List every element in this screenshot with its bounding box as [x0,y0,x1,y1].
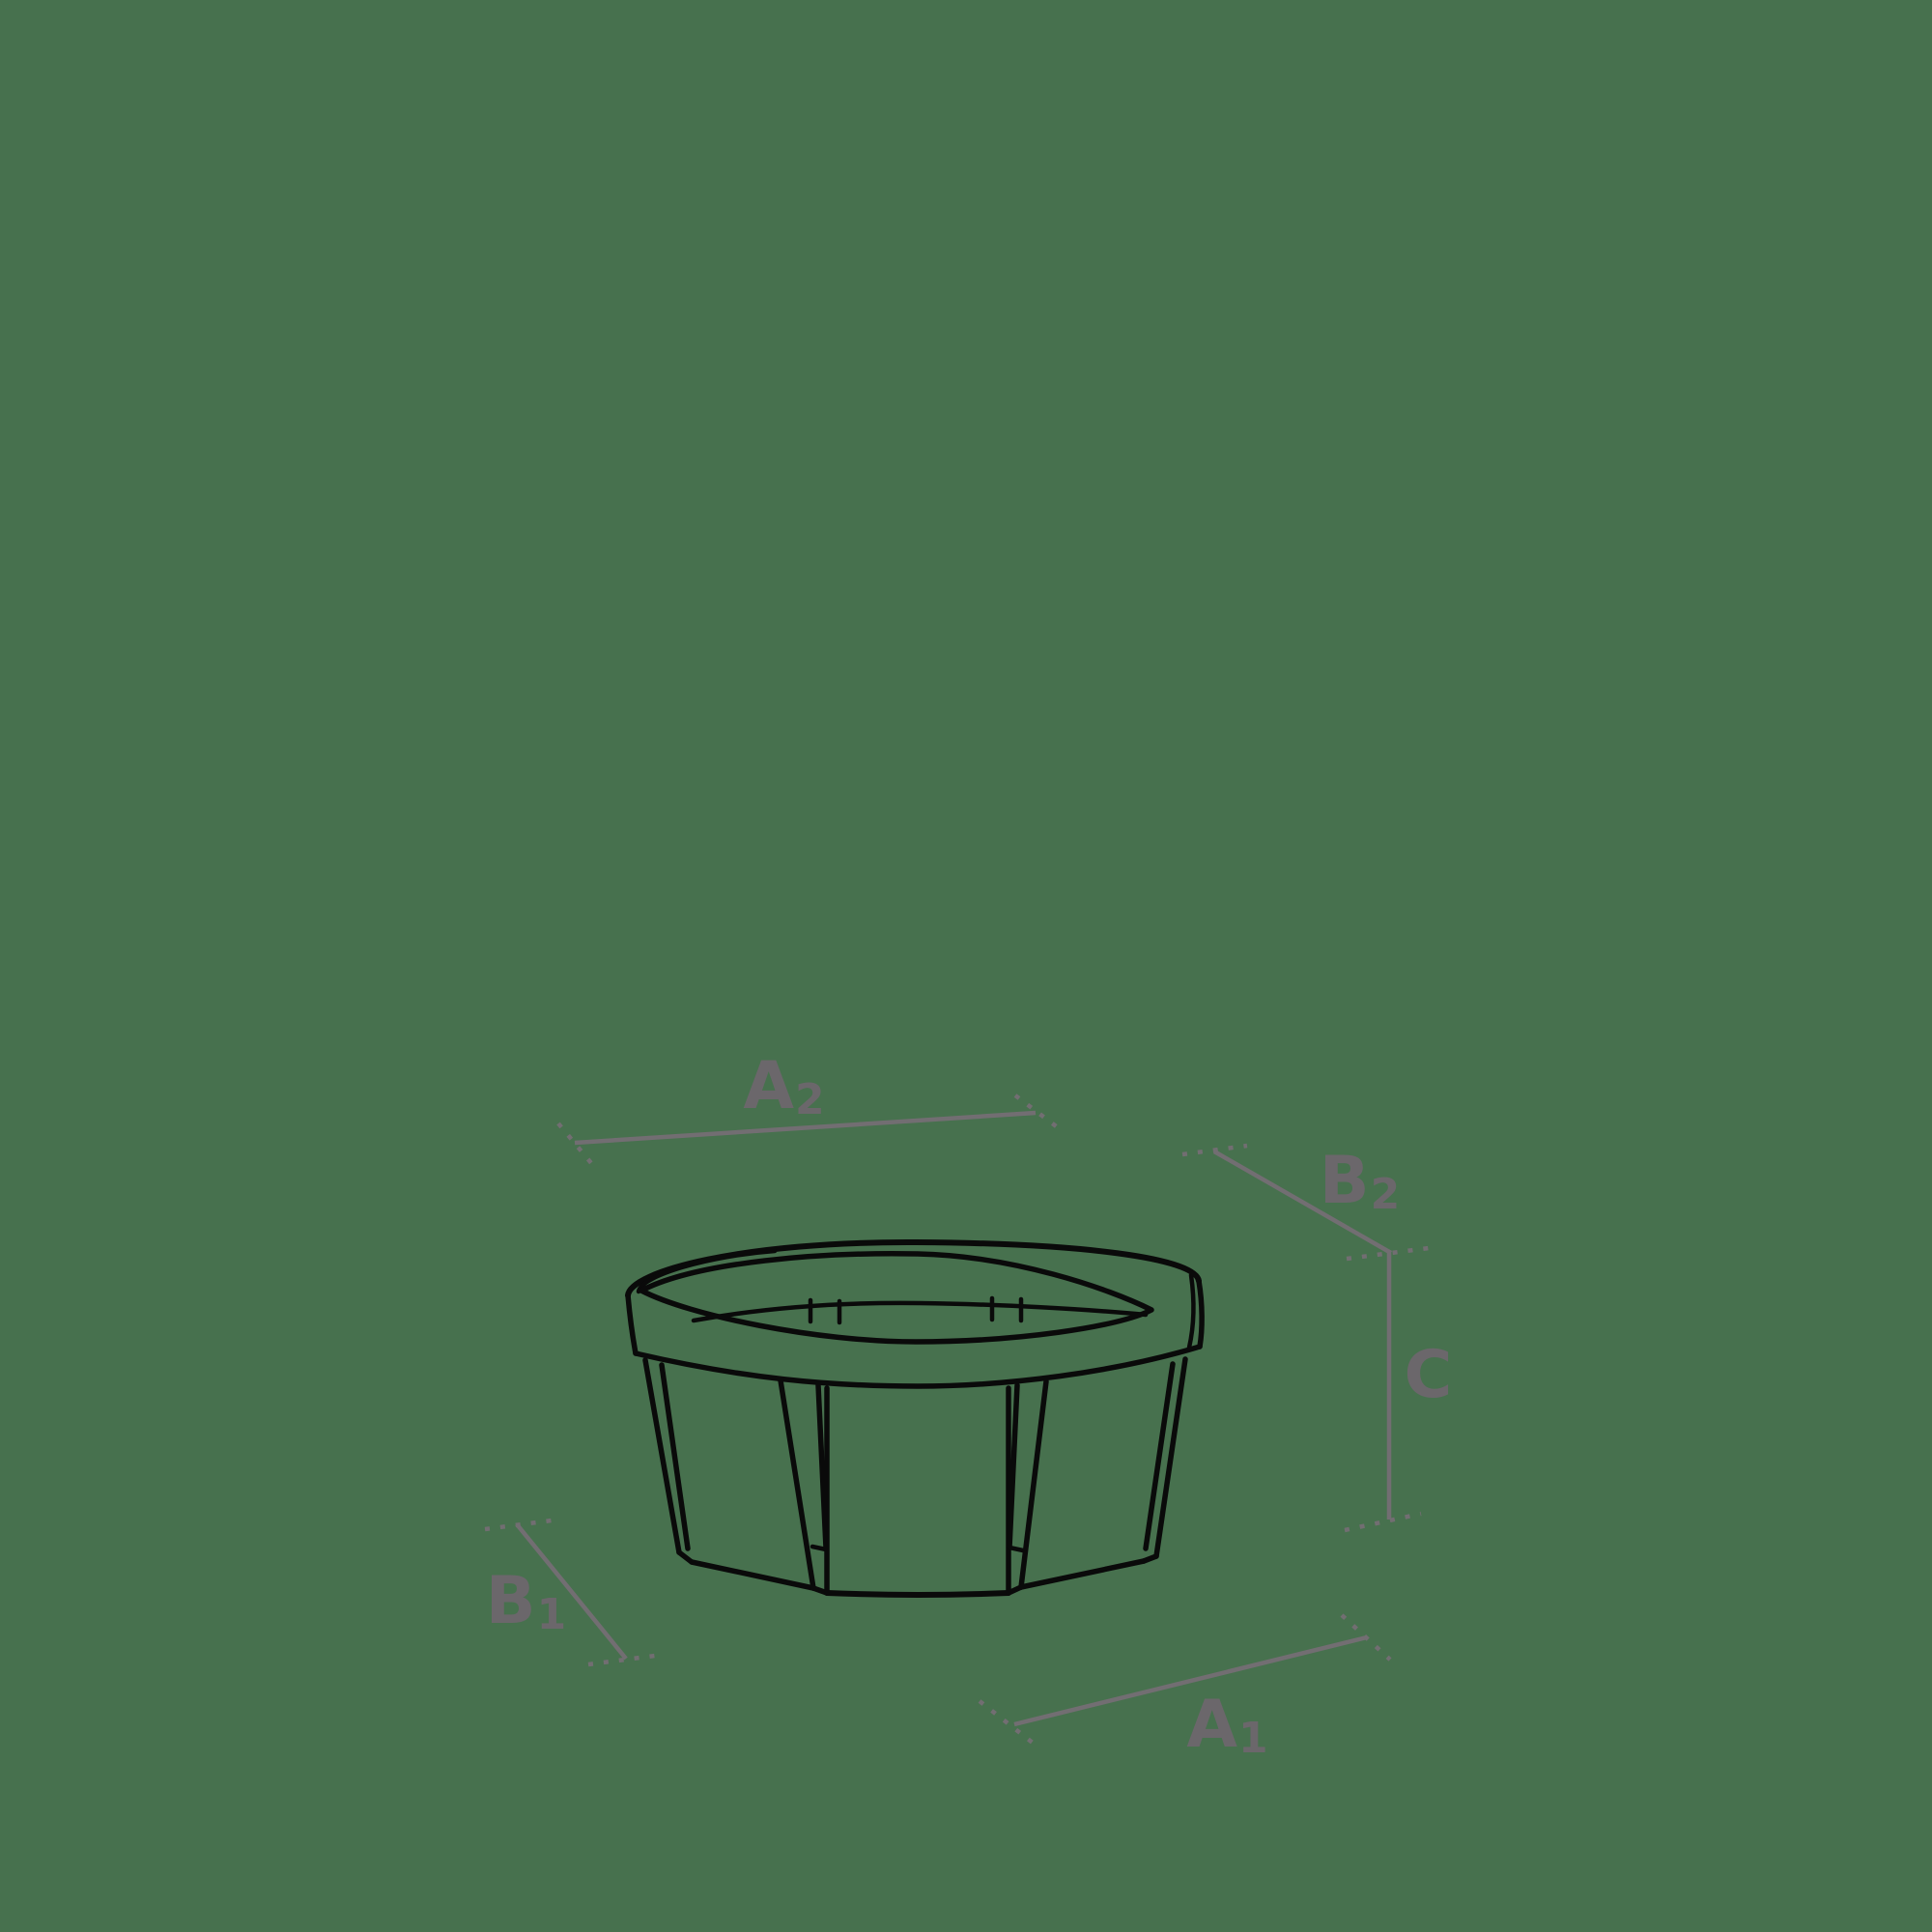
mouth-opening-outline [639,1251,1154,1345]
basket-drawing [625,1238,1205,1598]
witness-a1-right [1340,1613,1392,1662]
dim-line-b2 [1212,1150,1393,1255]
dimension-annotations: A2 B2 C B1 [484,1048,1454,1763]
body-right-panel-bottom [1018,1558,1147,1590]
witness-a2-right [1013,1094,1065,1133]
rim-right-edge [1196,1278,1205,1350]
label-a2: A2 [743,1048,825,1124]
rim-outer-top-arc [625,1238,1202,1298]
rim-band-bottom-edge [633,1344,1203,1389]
label-b1-letter: B [486,1563,537,1639]
label-a1-letter: A [1186,1687,1238,1763]
rim-inner-left-arc [636,1248,778,1294]
label-c: C [1405,1337,1454,1413]
body-stave3-connector [1007,1545,1026,1553]
label-b2: B2 [1320,1143,1401,1219]
witness-b2-top [1181,1143,1248,1157]
witness-a2-left [556,1122,598,1171]
dim-line-a2 [574,1110,1037,1146]
label-a1-subscript: 1 [1238,1714,1269,1763]
rim-left-edge [625,1293,639,1356]
label-b1-subscript: 1 [537,1590,568,1639]
label-b2-letter: B [1320,1143,1371,1219]
label-a2-subscript: 2 [795,1075,826,1124]
dim-line-a1 [1013,1634,1368,1727]
body-stave3-left-line [1007,1382,1020,1550]
body-left-stave-inner [659,1362,691,1551]
label-b1: B1 [486,1563,567,1639]
witness-b1-top [484,1518,553,1532]
rim-seam [1186,1272,1196,1350]
witness-c-bottom [1344,1511,1422,1533]
mouth-back-inner-edge [691,1300,1149,1323]
body-right-outer-edge [1153,1356,1188,1559]
body-stave2-left-line [778,1378,816,1591]
body-right-stave-inner [1143,1361,1176,1551]
body-stave2-connector [810,1544,829,1552]
witness-b1-bottom [587,1653,656,1667]
dimension-a2: A2 [556,1048,1065,1171]
witness-a1-left [978,1699,1039,1748]
body-center-panel-bottom [824,1590,1011,1598]
label-b2-subscript: 2 [1371,1170,1402,1219]
label-a1: A1 [1186,1687,1268,1763]
label-c-letter: C [1405,1337,1454,1413]
label-a2-letter: A [743,1048,795,1124]
body-stave3-right-line [1018,1378,1049,1590]
dim-line-b1 [515,1522,628,1661]
dimension-c: C [1344,1253,1454,1533]
body-left-outer-edge [642,1357,682,1555]
dimension-b1: B1 [484,1518,656,1667]
dimension-b2: B2 [1181,1143,1430,1262]
body-left-panel-bottom [689,1559,816,1591]
dimension-a1: A1 [978,1613,1392,1763]
